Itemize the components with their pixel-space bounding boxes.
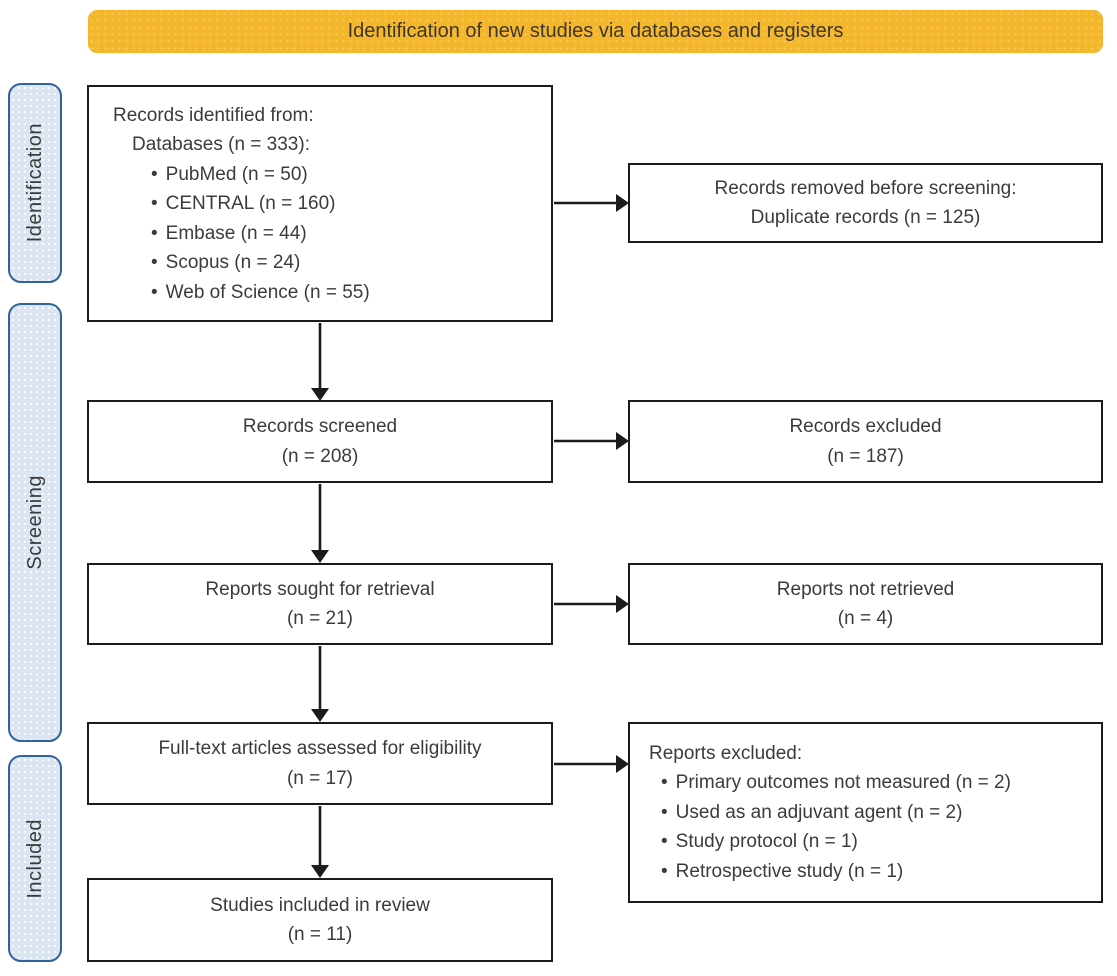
box-records-excluded: Records excluded (n = 187) [628, 400, 1103, 483]
stage-label-included-text: Included [23, 818, 46, 899]
bullet-item: Retrospective study (n = 1) [661, 857, 1093, 886]
stage-label-screening-text: Screening [23, 475, 46, 570]
records-identified-title: Records identified from: [113, 105, 314, 126]
fulltext-assessed-line1: Full-text articles assessed for eligibil… [158, 738, 482, 760]
bullet-item: Primary outcomes not measured (n = 2) [661, 768, 1093, 797]
records-excluded-line1: Records excluded [789, 416, 942, 438]
bullet-item: PubMed (n = 50) [151, 160, 543, 189]
records-screened-line1: Records screened [242, 416, 398, 438]
box-reports-excluded: Reports excluded: Primary outcomes not m… [628, 722, 1103, 903]
arrow-identified-to-removed [554, 194, 629, 212]
records-excluded-line2: (n = 187) [827, 445, 904, 467]
records-identified-subtitle: Databases (n = 333): [132, 134, 310, 156]
bullet-item: CENTRAL (n = 160) [151, 189, 543, 218]
arrow-sought-to-not-retrieved [554, 595, 629, 613]
bullet-item: Used as an adjuvant agent (n = 2) [661, 798, 1093, 827]
reports-not-retrieved-line1: Reports not retrieved [776, 578, 955, 600]
reports-not-retrieved-line2: (n = 4) [837, 608, 894, 629]
arrow-sought-to-fulltext [311, 646, 329, 722]
box-records-removed: Records removed before screening: Duplic… [628, 163, 1103, 243]
stage-label-screening: Screening [8, 303, 62, 742]
bullet-item: Web of Science (n = 55) [151, 278, 543, 307]
banner-title-text: Identification of new studies via databa… [347, 20, 844, 42]
box-reports-not-retrieved: Reports not retrieved (n = 4) [628, 563, 1103, 645]
box-reports-sought: Reports sought for retrieval (n = 21) [87, 563, 553, 645]
arrow-screened-to-sought [311, 484, 329, 563]
reports-excluded-list: Primary outcomes not measured (n = 2)Use… [661, 768, 1093, 886]
reports-sought-line1: Reports sought for retrieval [205, 578, 435, 600]
box-studies-included: Studies included in review (n = 11) [87, 878, 553, 962]
box-records-screened: Records screened (n = 208) [87, 400, 553, 483]
arrow-identified-to-screened [311, 323, 329, 401]
records-removed-line2: Duplicate records (n = 125) [750, 207, 981, 228]
bullet-item: Scopus (n = 24) [151, 248, 543, 277]
records-screened-line2: (n = 208) [281, 445, 359, 467]
reports-sought-line2: (n = 21) [286, 608, 353, 629]
stage-label-identification: Identification [8, 83, 62, 283]
bullet-item: Study protocol (n = 1) [661, 827, 1093, 856]
banner-title: Identification of new studies via databa… [88, 10, 1103, 53]
reports-excluded-title: Reports excluded: [649, 743, 803, 764]
box-records-identified: Records identified from: Databases (n = … [87, 85, 553, 322]
arrow-screened-to-excluded [554, 432, 629, 450]
bullet-item: Embase (n = 44) [151, 219, 543, 248]
fulltext-assessed-line2: (n = 17) [286, 767, 353, 789]
studies-included-line2: (n = 11) [287, 924, 353, 945]
stage-label-identification-text: Identification [23, 123, 46, 243]
records-identified-list: PubMed (n = 50)CENTRAL (n = 160)Embase (… [151, 160, 543, 307]
stage-label-included: Included [8, 755, 62, 962]
arrow-fulltext-to-reports-excluded [554, 755, 629, 773]
studies-included-line1: Studies included in review [210, 894, 430, 916]
box-fulltext-assessed: Full-text articles assessed for eligibil… [87, 722, 553, 805]
records-removed-line1: Records removed before screening: [714, 177, 1017, 199]
arrow-fulltext-to-included [311, 806, 329, 878]
